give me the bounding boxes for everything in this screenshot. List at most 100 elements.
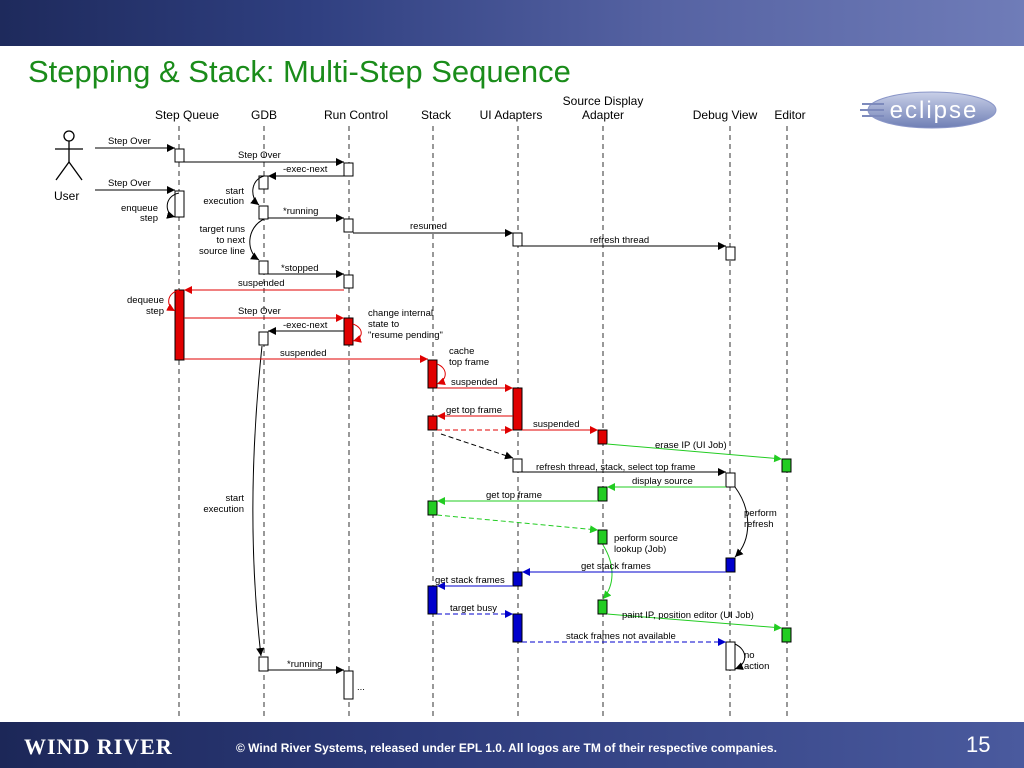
message-label: *stopped — [281, 263, 319, 274]
activation-box — [174, 190, 185, 218]
message-label: get top frame — [446, 405, 502, 416]
message-label: target busy — [450, 603, 497, 614]
self-call-arrow-red — [352, 323, 362, 343]
message-label: -exec-next — [283, 164, 328, 175]
note-label: step — [140, 213, 158, 224]
message-label: suspended — [238, 278, 284, 289]
message-label: refresh thread, stack, select top frame — [536, 462, 695, 473]
activation-box — [258, 205, 269, 220]
self-call-arrow — [249, 218, 265, 261]
note-label: start — [226, 186, 245, 197]
page-number: 15 — [966, 732, 991, 757]
note-label: execution — [203, 196, 244, 207]
lifeline-source-display: Source Display — [563, 94, 644, 108]
activation-box-red — [597, 429, 608, 445]
wind-river-logo: WIND RIVER — [24, 734, 173, 759]
message-label: get stack frames — [581, 561, 651, 572]
note-label: perform source — [614, 533, 678, 544]
user-actor-figure — [55, 130, 83, 181]
note-label: top frame — [449, 357, 489, 368]
lifeline-source-display-adapter: Adapter — [582, 108, 624, 122]
self-call-arrow-red — [436, 363, 446, 386]
note-label: "resume pending" — [368, 330, 443, 341]
activation-box-red — [174, 289, 185, 361]
activation-box-red — [343, 317, 354, 346]
message-label: get top frame — [486, 490, 542, 501]
lifeline-step-queue: Step Queue — [155, 108, 219, 122]
self-call-arrow — [734, 643, 746, 670]
lifeline-stack: Stack — [421, 108, 452, 122]
message-label: *running — [287, 659, 322, 670]
message-label: *running — [283, 206, 318, 217]
lifeline-gdb: GDB — [251, 108, 277, 122]
footer-band — [0, 722, 1024, 768]
message-arrow-green — [606, 443, 783, 463]
activation-box — [343, 162, 354, 177]
message-label: suspended — [280, 348, 326, 359]
activation-box — [343, 218, 354, 233]
copyright-notice: © Wind River Systems, released under EPL… — [236, 741, 777, 755]
activation-box-green — [427, 500, 438, 516]
self-call-arrow — [166, 192, 180, 219]
activation-box-green — [597, 486, 608, 502]
activation-box — [258, 260, 269, 275]
logo-text: eclipse — [890, 97, 979, 124]
lifeline-ui-adapters: UI Adapters — [480, 108, 543, 122]
activation-box — [343, 670, 354, 700]
lifeline-editor: Editor — [774, 108, 805, 122]
activation-box-red — [427, 359, 438, 389]
activation-box — [512, 232, 523, 247]
activation-box-green — [781, 458, 792, 473]
message-label: display source — [632, 476, 693, 487]
message-label: suspended — [451, 377, 497, 388]
activation-box-red — [427, 415, 438, 431]
activation-box — [258, 331, 269, 346]
activation-box — [258, 656, 269, 672]
lifeline-debug-view: Debug View — [693, 108, 758, 122]
message-label: get stack frames — [435, 575, 505, 586]
activation-box-blue — [512, 571, 523, 587]
user-actor-label: User — [54, 189, 79, 203]
activation-box-red — [512, 387, 523, 431]
note-label: to next — [216, 235, 245, 246]
note-label: start — [226, 493, 245, 504]
activation-box-green — [597, 529, 608, 545]
note-label: no — [744, 650, 755, 661]
message-label: -exec-next — [283, 320, 328, 331]
note-label: ... — [357, 682, 365, 693]
message-label: stack frames not available — [566, 631, 676, 642]
self-call-arrow — [252, 345, 265, 657]
message-label: paint IP, position editor (UI Job) — [622, 610, 754, 621]
message-label: Step Over — [108, 136, 151, 147]
message-label: Step Over — [238, 306, 281, 317]
self-call-arrow — [250, 175, 265, 206]
self-call-arrow — [734, 486, 749, 558]
message-label: Step Over — [108, 178, 151, 189]
eclipse-logo: eclipse — [860, 91, 997, 129]
activation-box-green — [781, 627, 792, 643]
activation-box — [725, 472, 736, 488]
note-label: source line — [199, 246, 245, 257]
activation-box-blue — [725, 557, 736, 573]
message-label: refresh thread — [590, 235, 649, 246]
message-arrow-green — [606, 613, 783, 632]
activation-box-green — [597, 599, 608, 615]
message-label: erase IP (UI Job) — [655, 440, 727, 451]
message-arrow-green — [436, 514, 599, 534]
note-label: refresh — [744, 519, 774, 530]
activation-box — [174, 148, 185, 163]
activation-box — [512, 458, 523, 473]
note-label: enqueue — [121, 203, 158, 214]
note-label: cache — [449, 346, 474, 357]
message-label: resumed — [410, 221, 447, 232]
activation-box-blue — [427, 585, 438, 615]
note-label: step — [146, 306, 164, 317]
activation-box-blue — [512, 613, 523, 643]
note-label: lookup (Job) — [614, 544, 666, 555]
note-label: action — [744, 661, 769, 672]
slide-title: Stepping & Stack: Multi-Step Sequence — [28, 54, 571, 89]
activation-box — [725, 641, 736, 671]
self-call-arrow-red — [166, 289, 180, 312]
self-call-arrow-green — [602, 544, 613, 600]
message-label: Step Over — [238, 150, 281, 161]
